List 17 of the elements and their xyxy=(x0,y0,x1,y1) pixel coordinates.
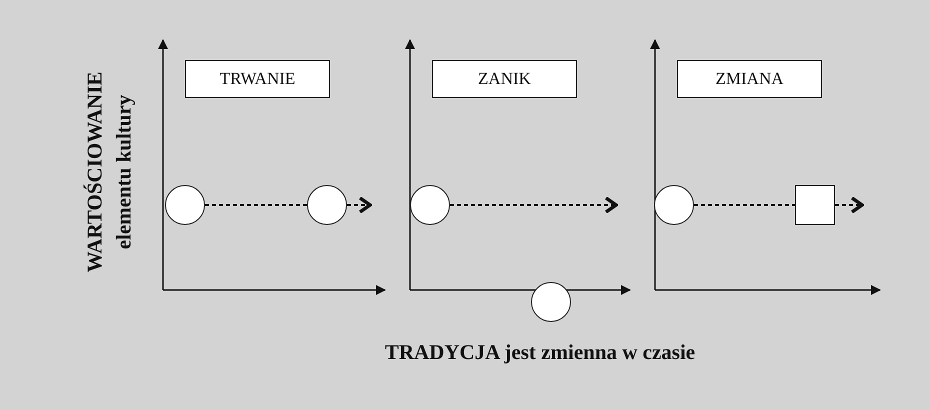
circle-marker xyxy=(307,185,347,225)
square-marker xyxy=(795,185,835,225)
label-box: TRWANIE xyxy=(185,60,330,98)
circle-marker xyxy=(165,185,205,225)
circle-marker xyxy=(531,282,571,322)
axis-title: elementu kultury xyxy=(112,94,136,250)
axis-title: WARTOŚCIOWANIE xyxy=(82,72,108,272)
caption: TRADYCJA jest zmienna w czasie xyxy=(384,340,696,365)
arrow xyxy=(347,196,372,214)
arrow xyxy=(835,196,864,214)
label-box: ZMIANA xyxy=(677,60,822,98)
dashed-line xyxy=(694,204,795,206)
dashed-line xyxy=(205,204,307,206)
circle-marker xyxy=(654,185,694,225)
circle-marker xyxy=(410,185,450,225)
arrow xyxy=(450,196,618,214)
label-box: ZANIK xyxy=(432,60,577,98)
